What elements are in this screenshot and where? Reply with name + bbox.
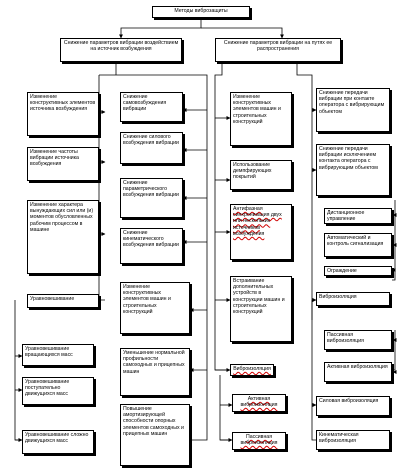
rmid-box-7-text: Пассивная виброизоляция <box>240 434 278 447</box>
left-box-5-text: Уравновешивание вращающихся масс <box>25 346 73 359</box>
right-box-8: Активная виброизоляция <box>324 362 392 382</box>
mid-box-2-text: Снижение силового возбуждения вибрации <box>123 134 179 147</box>
title-box: Методы виброзащиты <box>152 6 250 18</box>
mid-box-4: Снижение кинематического возбуждения виб… <box>120 228 183 264</box>
right-box-9-text: Силовая виброизоляция <box>319 398 379 404</box>
mid-box-6: Уменьшение нормальной профильности самох… <box>120 348 190 396</box>
left-box-2-text: Изменение частоты вибрации источника воз… <box>30 149 79 168</box>
mid-box-6-text: Уменьшение нормальной профильности самох… <box>123 350 185 375</box>
right-box-7: Пассивная виброизоляция <box>324 330 392 350</box>
right-box-5-text: Ограждение <box>327 268 357 274</box>
rmid-box-3-text: Антифазная синхронизация двух или нескол… <box>233 206 282 237</box>
rmid-box-5: Виброизоляция <box>230 364 274 376</box>
right-box-10: Кинематическая виброизоляция <box>316 430 390 450</box>
rmid-box-6-text: Активная виброизоляция <box>240 396 278 409</box>
right-box-10-text: Кинематическая виброизоляция <box>319 432 359 445</box>
mid-box-2: Снижение силового возбуждения вибрации <box>120 132 183 164</box>
mid-box-3-text: Снижение параметрического возбуждения ви… <box>123 180 179 199</box>
left-box-1-text: Изменение конструктивных элементов источ… <box>30 94 96 113</box>
left-box-3-text: Изменение характера вынуждающих сил или … <box>30 202 94 233</box>
right-box-3-text: Дистанционное управление <box>327 210 365 223</box>
left-box-2: Изменение частоты вибрации источника воз… <box>27 147 99 181</box>
left-box-4-text: Уравновешивание <box>30 296 75 302</box>
rmid-box-2-text: Использование демпфирующих покрытий <box>233 162 272 181</box>
mid-box-5: Изменение конструктивных элементов машин… <box>120 282 190 334</box>
left-box-4: Уравновешивание <box>27 294 99 308</box>
level1-left-text: Снижение параметров вибрации воздействие… <box>63 40 179 53</box>
mid-box-1-text: Снижение самовозбуждения вибрации <box>123 94 167 113</box>
rmid-box-1: Изменение конструктивных элементов машин… <box>230 92 292 146</box>
left-box-6-text: Уравновешивание поступательно движущихся… <box>25 379 70 398</box>
rmid-box-5-text: Виброизоляция <box>233 366 271 372</box>
left-box-5: Уравновешивание вращающихся масс <box>22 344 94 366</box>
rmid-box-7: Пассивная виброизоляция <box>232 432 286 450</box>
mid-box-7-text: Повышение амортизирующей способности опо… <box>123 406 184 437</box>
right-box-9: Силовая виброизоляция <box>316 396 390 416</box>
level1-right-text: Снижение параметров вибрации на путях ее… <box>223 40 333 53</box>
rmid-box-1-text: Изменение конструктивных элементов машин… <box>233 94 281 125</box>
rmid-box-3: Антифазная синхронизация двух или нескол… <box>230 204 292 260</box>
mid-box-7: Повышение амортизирующей способности опо… <box>120 404 190 466</box>
right-box-3: Дистанционное управление <box>324 208 392 224</box>
right-box-5: Ограждение <box>324 266 392 276</box>
rmid-box-6: Активная виброизоляция <box>232 394 286 412</box>
right-box-7-text: Пассивная виброизоляция <box>327 332 364 345</box>
right-box-2: Снижение передачи вибрации исключением к… <box>316 144 390 196</box>
left-box-7-text: Уравновешивание сложно движущихся масс <box>25 432 89 445</box>
left-box-1: Изменение конструктивных элементов источ… <box>27 92 99 136</box>
right-box-1: Снижение передачи вибрации при контакте … <box>316 88 390 132</box>
mid-box-3: Снижение параметрического возбуждения ви… <box>120 178 183 218</box>
right-box-2-text: Снижение передачи вибрации исключением к… <box>319 146 378 171</box>
mid-box-1: Снижение самовозбуждения вибрации <box>120 92 183 122</box>
rmid-box-4-text: Встраивание дополнительных устройств в к… <box>233 278 285 316</box>
right-box-6: Виброизоляция <box>316 292 390 306</box>
right-box-4-text: Автоматический и контроль сигнализация <box>327 235 384 248</box>
right-box-6-text: Виброизоляция <box>319 294 357 300</box>
right-box-1-text: Снижение передачи вибрации при контакте … <box>319 90 385 115</box>
level1-right-box: Снижение параметров вибрации на путях ее… <box>215 38 341 62</box>
rmid-box-2: Использование демпфирующих покрытий <box>230 160 292 190</box>
right-box-8-text: Активная виброизоляция <box>327 364 388 370</box>
right-box-4: Автоматический и контроль сигнализация <box>324 233 392 257</box>
mid-box-4-text: Снижение кинематического возбуждения виб… <box>123 230 179 249</box>
title-text: Методы виброзащиты <box>174 8 228 14</box>
level1-left-box: Снижение параметров вибрации воздействие… <box>60 38 182 62</box>
left-box-3: Изменение характера вынуждающих сил или … <box>27 200 99 274</box>
rmid-box-4: Встраивание дополнительных устройств в к… <box>230 276 292 342</box>
left-box-7: Уравновешивание сложно движущихся масс <box>22 430 94 454</box>
left-box-6: Уравновешивание поступательно движущихся… <box>22 377 94 405</box>
mid-box-5-text: Изменение конструктивных элементов машин… <box>123 284 171 315</box>
